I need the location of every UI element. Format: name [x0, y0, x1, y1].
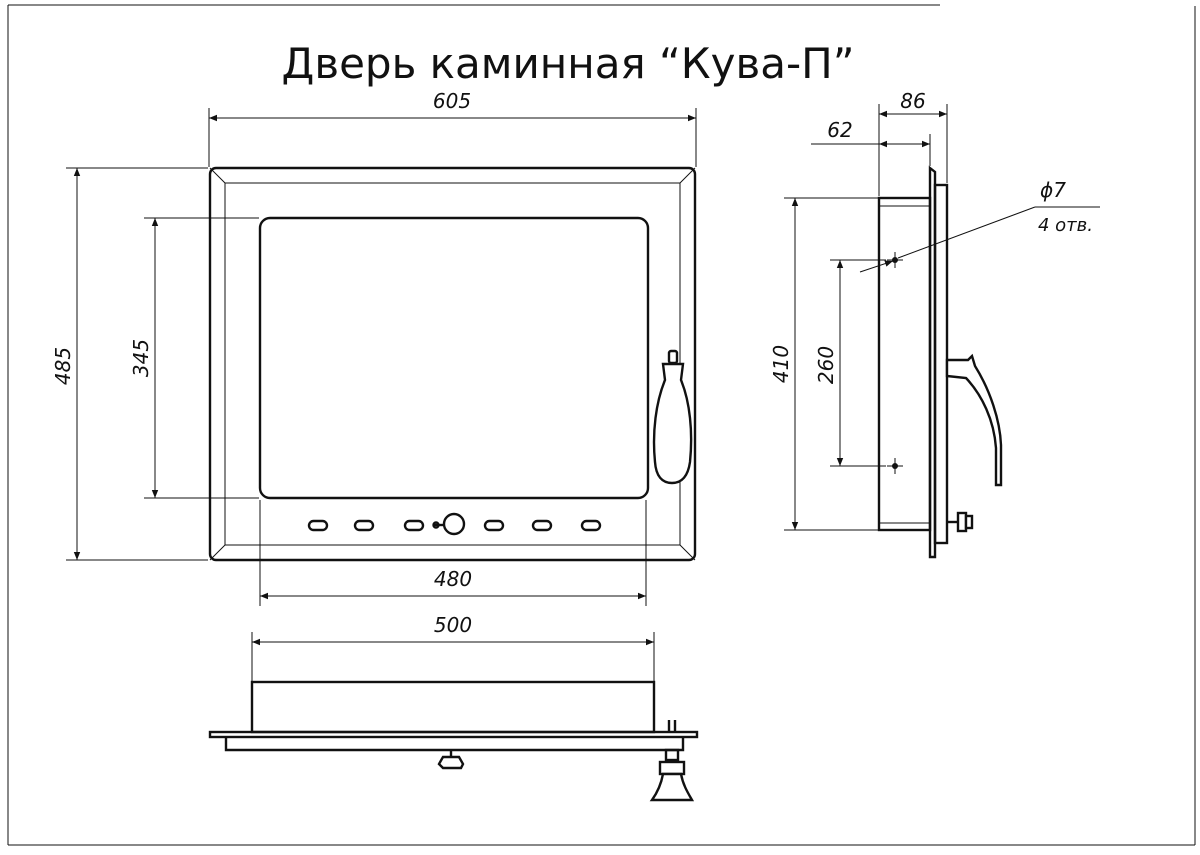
- mounting-hole-icon: [887, 252, 903, 268]
- sheet-border: [7, 4, 1196, 846]
- air-slot: [403, 519, 425, 532]
- hole-diameter-label: ϕ7: [1040, 178, 1066, 202]
- dimension-side-height: 410: [769, 345, 793, 383]
- dimension-inner-width: 480: [434, 567, 472, 591]
- dimension-depth-body: 62: [827, 118, 852, 142]
- air-slot: [353, 519, 375, 532]
- air-regulator-knob-icon: [432, 512, 466, 536]
- side-body: [877, 196, 932, 532]
- door-handle-icon: [652, 349, 693, 485]
- hole-leader-line: [897, 206, 1036, 259]
- air-slot: [483, 519, 505, 532]
- dimension-depth-total: 86: [900, 89, 925, 113]
- dimension-hole-spacing: 260: [814, 346, 838, 384]
- air-slot: [307, 519, 329, 532]
- front-dimensions: 605 485 345 480: [51, 89, 697, 606]
- regulator-knob-icon: [437, 750, 465, 770]
- frame-outer: [208, 166, 697, 562]
- dimension-width-overall: 605: [433, 89, 471, 113]
- dimension-height-overall: 485: [51, 347, 75, 385]
- air-slot: [531, 519, 553, 532]
- hole-count-label: 4 отв.: [1038, 215, 1093, 236]
- dimension-body-width: 500: [434, 613, 472, 637]
- air-slots: [307, 519, 602, 532]
- air-slot: [580, 519, 602, 532]
- side-view: [877, 165, 1003, 559]
- front-plate-flange: [208, 730, 699, 739]
- firebox-body: [250, 680, 656, 734]
- bottom-view: 500: [208, 613, 699, 802]
- frame-inner: [224, 182, 681, 546]
- handle-side-icon: [649, 720, 695, 802]
- side-dimensions: 86 62 410 260 ϕ7 4 отв.: [769, 89, 1100, 531]
- glass-panel: [258, 216, 650, 500]
- side-front-plate: [928, 165, 937, 559]
- dimension-glass-height: 345: [129, 339, 153, 377]
- mounting-hole-icon: [887, 458, 903, 474]
- front-view: [208, 166, 697, 562]
- handle-profile-icon: [945, 353, 1003, 487]
- drawing-title: Дверь каминная “Кува-П”: [282, 39, 855, 88]
- side-front-frame: [933, 183, 949, 545]
- regulator-knob-side-icon: [947, 511, 974, 533]
- front-plate-bottom: [224, 737, 685, 752]
